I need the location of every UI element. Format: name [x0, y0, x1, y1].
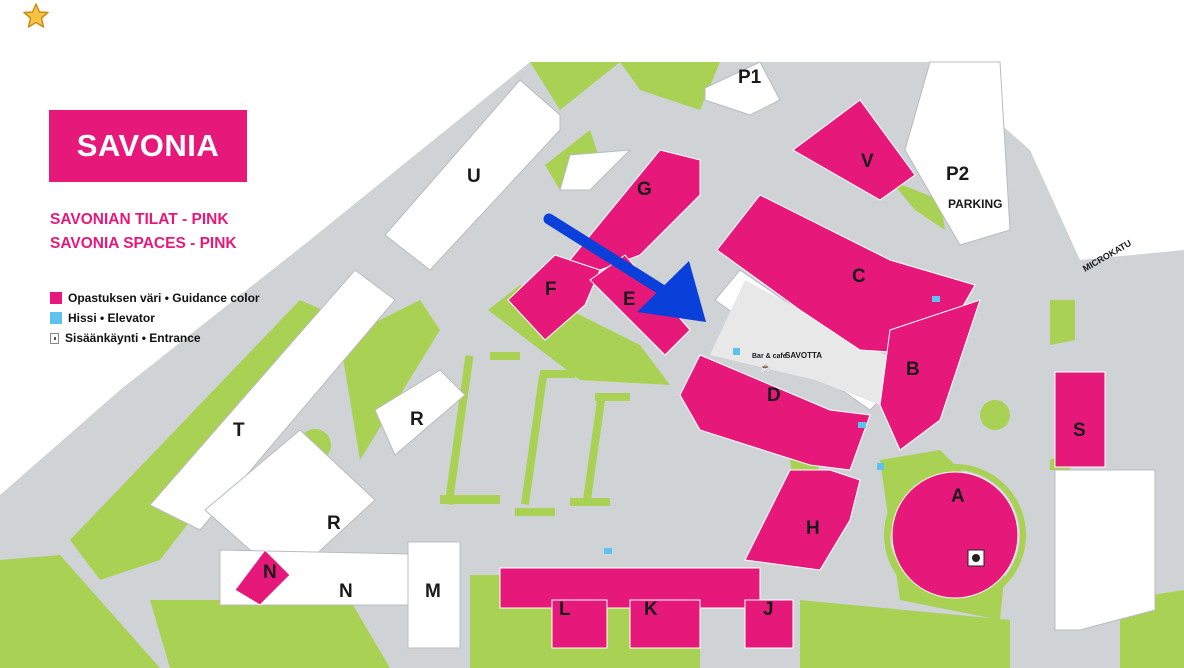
building-label-d[interactable]: D	[767, 385, 781, 406]
legend-item-entrance: Sisäänkäynti • Entrance	[50, 328, 260, 348]
building-label-n-pink[interactable]: N	[263, 562, 277, 583]
building-label-m[interactable]: M	[425, 581, 441, 602]
building-label-g[interactable]: G	[637, 179, 652, 200]
building-label-r-upper[interactable]: R	[410, 409, 424, 430]
brand-logo: SAVONIA	[49, 110, 247, 182]
star-icon	[23, 3, 49, 28]
building-label-l[interactable]: L	[559, 599, 571, 620]
legend-label: Hissi • Elevator	[68, 311, 155, 325]
elevator-swatch-icon	[50, 312, 62, 324]
building-label-b[interactable]: B	[906, 359, 920, 380]
building-label-n[interactable]: N	[339, 581, 353, 602]
building-label-t[interactable]: T	[233, 420, 245, 441]
building-a-rim	[884, 464, 1026, 606]
building-label-k[interactable]: K	[644, 599, 658, 620]
building-label-h[interactable]: H	[806, 518, 820, 539]
entrance-icon	[50, 332, 59, 344]
parking-rows	[440, 352, 630, 516]
direction-arrow-icon	[543, 213, 706, 322]
building-label-u[interactable]: U	[467, 166, 481, 187]
cafe-prefix: Bar & cafe	[752, 353, 787, 360]
map-titles: SAVONIAN TILAT - PINK SAVONIA SPACES - P…	[50, 208, 237, 256]
favorite-star-button[interactable]	[22, 2, 50, 30]
savonia-buildings	[234, 99, 1106, 649]
cafe-name: SAVOTTA	[785, 351, 822, 360]
building-label-v[interactable]: V	[861, 151, 874, 172]
title-english: SAVONIA SPACES - PINK	[50, 235, 237, 252]
building-label-j[interactable]: J	[763, 599, 774, 620]
plaza	[710, 280, 895, 405]
building-label-f[interactable]: F	[545, 279, 557, 300]
building-label-r-lower[interactable]: R	[327, 513, 341, 534]
legend-item-elevator: Hissi • Elevator	[50, 308, 260, 328]
building-label-s[interactable]: S	[1073, 420, 1086, 441]
parking-label-p1[interactable]: P1	[738, 67, 762, 88]
elevator-markers	[604, 296, 940, 554]
pink-swatch-icon	[50, 292, 62, 304]
legend-item-guidance: Opastuksen väri • Guidance color	[50, 288, 260, 308]
legend-label: Opastuksen väri • Guidance color	[68, 291, 260, 305]
legend: Opastuksen väri • Guidance color Hissi •…	[50, 288, 260, 348]
building-label-a[interactable]: A	[951, 486, 965, 507]
title-finnish: SAVONIAN TILAT - PINK	[50, 211, 229, 228]
restaurant-icon	[967, 549, 985, 567]
building-label-c[interactable]: C	[852, 266, 866, 287]
building-label-e[interactable]: E	[623, 289, 636, 310]
parking-caption: PARKING	[948, 197, 1002, 211]
parking-label-p2[interactable]: P2	[946, 164, 969, 185]
coffee-cup-icon: ☕	[760, 362, 771, 373]
cafe-savotta[interactable]: Bar & cafe SAVOTTA ☕	[752, 351, 822, 373]
legend-label: Sisäänkäynti • Entrance	[65, 331, 201, 345]
